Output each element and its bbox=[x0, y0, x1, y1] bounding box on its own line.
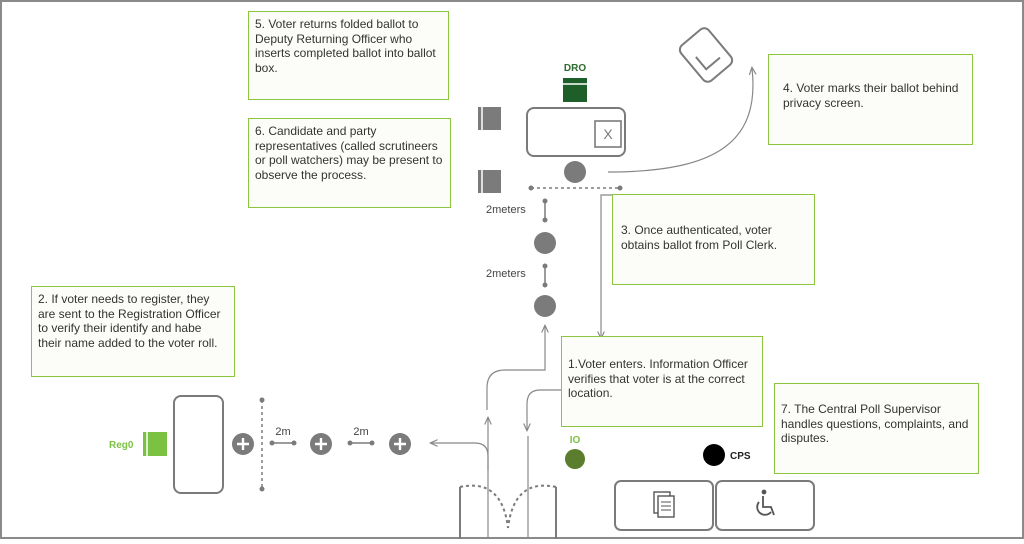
distance-marker-top bbox=[542, 198, 548, 223]
accessible-booth bbox=[715, 480, 815, 531]
reg-label: Reg0 bbox=[109, 440, 134, 451]
arrow-entry-to-queue bbox=[486, 326, 545, 410]
distance-marker-mid bbox=[542, 263, 548, 288]
callout-step4: 4. Voter marks their ballot behind priva… bbox=[768, 54, 973, 145]
plus-voter-icon bbox=[389, 433, 411, 455]
callout-step1: 1.Voter enters. Information Officer veri… bbox=[561, 336, 763, 427]
step3-text: 3. Once authenticated, voter obtains bal… bbox=[621, 223, 778, 252]
scrutineer-seat-2 bbox=[478, 170, 501, 193]
dro-label: DRO bbox=[564, 63, 586, 74]
arrow-to-privacy-screen bbox=[607, 68, 753, 173]
voter-at-dro bbox=[564, 161, 586, 183]
io-label: IO bbox=[570, 435, 581, 446]
registration-divider-top bbox=[259, 397, 265, 403]
barrier-end-right bbox=[617, 185, 623, 191]
wheelchair-icon bbox=[756, 489, 775, 516]
dro-marker bbox=[563, 78, 587, 102]
distance-label-mid: 2meters bbox=[486, 268, 526, 280]
step7-text: 7. The Central Poll Supervisor handles q… bbox=[781, 402, 969, 445]
callout-step5: 5. Voter returns folded ballot to Deputy… bbox=[248, 11, 449, 100]
cps-label: CPS bbox=[730, 451, 751, 462]
callout-step6: 6. Candidate and party representatives (… bbox=[248, 118, 451, 208]
plus-voter-icon bbox=[310, 433, 332, 455]
cps-marker bbox=[703, 444, 725, 466]
entrance-doors bbox=[459, 484, 557, 539]
document-stack-icon bbox=[653, 491, 675, 518]
callout-step3: 3. Once authenticated, voter obtains bal… bbox=[612, 194, 815, 285]
plus-voter-icon bbox=[232, 433, 254, 455]
voter-queue-1 bbox=[534, 232, 556, 254]
registration-divider-bottom bbox=[259, 486, 265, 492]
io-marker bbox=[565, 449, 585, 469]
barrier-end-left bbox=[528, 185, 534, 191]
ballot-box[interactable] bbox=[594, 120, 622, 148]
step2-text: 2. If voter needs to register, they are … bbox=[38, 292, 221, 350]
step5-text: 5. Voter returns folded ballot to Deputy… bbox=[255, 17, 436, 75]
scrutineer-seat-1 bbox=[478, 107, 501, 130]
arrow-step3-down bbox=[601, 194, 612, 338]
distance-label-left-1: 2m bbox=[275, 426, 290, 438]
step6-text: 6. Candidate and party representatives (… bbox=[255, 124, 443, 182]
callout-step2: 2. If voter needs to register, they are … bbox=[31, 286, 235, 377]
arrow-io-down bbox=[527, 389, 561, 430]
callout-step7: 7. The Central Poll Supervisor handles q… bbox=[774, 383, 979, 474]
arrow-to-registration bbox=[431, 443, 489, 470]
voter-queue-2 bbox=[534, 295, 556, 317]
distance-marker-left-2 bbox=[347, 440, 375, 446]
distance-label-top: 2meters bbox=[486, 204, 526, 216]
distance-marker-left-1 bbox=[269, 440, 297, 446]
ballot-card-icon bbox=[678, 27, 734, 83]
distance-label-left-2: 2m bbox=[353, 426, 368, 438]
step1-text: 1.Voter enters. Information Officer veri… bbox=[568, 357, 748, 400]
step4-text: 4. Voter marks their ballot behind priva… bbox=[783, 81, 959, 110]
registration-table bbox=[173, 395, 224, 494]
ballot-box-mark: X bbox=[603, 126, 613, 142]
